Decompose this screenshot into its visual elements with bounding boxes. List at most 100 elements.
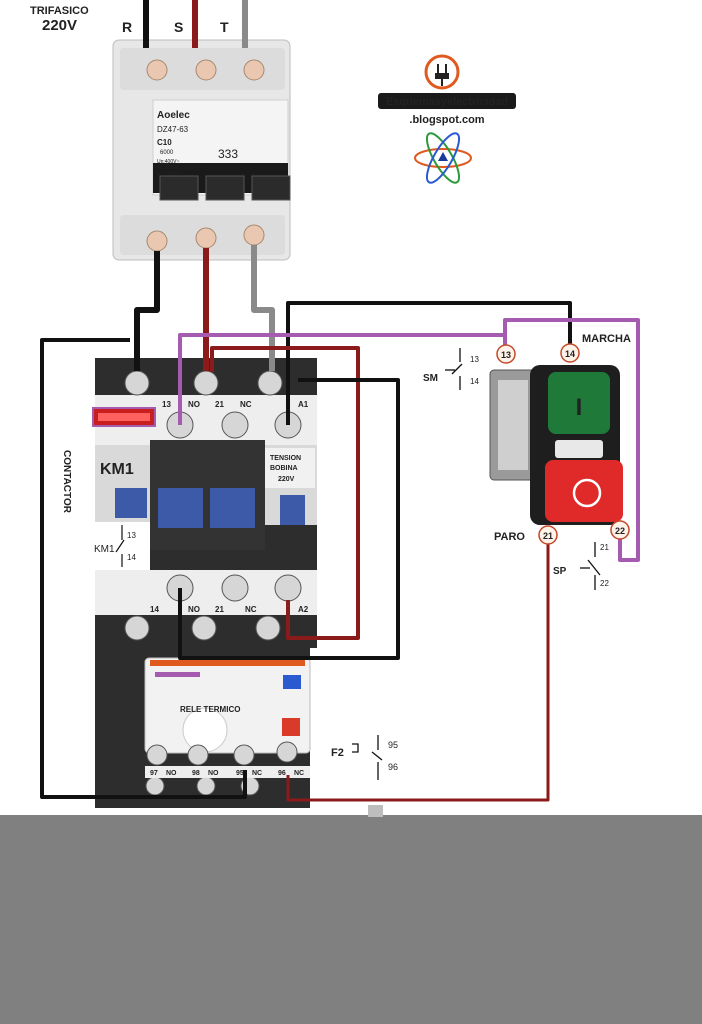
- f2-bottom: 96: [388, 762, 398, 772]
- wire-l3: [251, 245, 275, 371]
- sp-bottom: 22: [600, 579, 609, 588]
- supply-voltage: 220V: [42, 17, 77, 34]
- terminal-14: 14: [565, 349, 575, 359]
- relay-95: 95: [236, 770, 244, 777]
- sm-contact-symbol: SM 13 14: [423, 348, 479, 390]
- f2-top: 95: [388, 740, 398, 750]
- sp-label: SP: [553, 566, 567, 577]
- screw-a2: [274, 574, 302, 602]
- breaker-spec-1: Un:400V~: [157, 159, 179, 165]
- contactor-km1: [92, 358, 317, 648]
- wire-l1: [134, 251, 160, 371]
- phase-r-label: R: [122, 19, 132, 35]
- screw-l1: [124, 370, 150, 396]
- paro-label: PARO: [494, 531, 525, 543]
- breaker-model: DZ47-63: [157, 125, 189, 134]
- marcha-label: MARCHA: [582, 333, 631, 345]
- relay-terminal-labels: 97 NO 98 NO 95 NC 96 NC: [150, 770, 304, 777]
- km1-title: KM1: [100, 461, 134, 478]
- contactor-side-label: CONTACTOR: [61, 450, 72, 514]
- relay-97: 97: [150, 770, 158, 777]
- km1-bot-21: 21: [215, 605, 224, 614]
- km1-top-21: 21: [215, 400, 224, 409]
- blog-logo: Esquemasyelectricidad .blogspot.com: [378, 54, 516, 184]
- screw-t2: [191, 615, 217, 641]
- relay-96: 96: [278, 770, 286, 777]
- km1-top-nc: NC: [240, 400, 252, 409]
- relay-no-1: NO: [166, 770, 177, 777]
- green-button-symbol: I: [576, 394, 583, 421]
- relay-nc-1: NC: [252, 770, 262, 777]
- coil-text-2: BOBINA: [270, 465, 298, 472]
- terminal-22: 22: [615, 526, 625, 536]
- pushbutton-station: I O: [489, 365, 623, 525]
- red-button-symbol: O: [587, 499, 588, 501]
- breaker-spec-3: EN 60898: [157, 171, 179, 177]
- atom-icon: [414, 132, 472, 184]
- plug-icon: [424, 54, 460, 90]
- km1-top-a1: A1: [298, 400, 309, 409]
- km1-aux-bottom: 14: [127, 553, 136, 562]
- coil-text-1: TENSION: [270, 455, 301, 462]
- km1-aux-label: KM1: [94, 544, 115, 555]
- red-button-ring: [572, 478, 602, 508]
- phase-t-label: T: [220, 19, 229, 35]
- contactor-bottom-row: [124, 574, 302, 641]
- screw-21: [221, 411, 249, 439]
- logo-line2: .blogspot.com: [409, 114, 484, 126]
- breaker-rating: C10: [157, 138, 172, 147]
- terminal-21: 21: [543, 531, 553, 541]
- km1-bot-nc: NC: [245, 605, 257, 614]
- wire-13-to-sm13: [178, 333, 507, 425]
- km1-bot-a2: A2: [298, 605, 309, 614]
- marcha-button[interactable]: [548, 372, 610, 434]
- sm-label: SM: [423, 373, 438, 384]
- screw-22: [221, 574, 249, 602]
- bottom-gray-notch: [368, 805, 383, 817]
- breaker-spec-2: IEC60898: [157, 165, 179, 171]
- wire-a2-loop: [210, 346, 360, 640]
- relay-nc-2: NC: [294, 770, 304, 777]
- relay-title: RELE TERMICO: [180, 705, 240, 714]
- breaker-mark: 333: [218, 147, 238, 161]
- sm-bottom: 14: [470, 377, 479, 386]
- wire-sm13-to-sp22: [503, 318, 640, 562]
- f2-contact-symbol: F2 95 96: [331, 735, 398, 780]
- f2-label: F2: [331, 747, 344, 759]
- wire-a1-to-14: [286, 301, 572, 425]
- relay-stop-button[interactable]: [282, 718, 300, 736]
- logo-line1: Esquemasyelectricidad: [386, 96, 508, 108]
- wire-control-phase: [40, 338, 247, 799]
- wire-96-to-21: [286, 535, 550, 802]
- km1-top-no: NO: [188, 400, 200, 409]
- paro-button[interactable]: [545, 460, 623, 522]
- bottom-gray-area: [0, 815, 702, 1024]
- relay-reset-button[interactable]: [283, 675, 301, 689]
- phase-s-label: S: [174, 19, 183, 35]
- relay-98: 98: [192, 770, 200, 777]
- km1-aux-contact-symbol: KM1 13 14: [88, 522, 150, 570]
- km1-aux-top: 13: [127, 531, 136, 540]
- screw-l2: [193, 370, 219, 396]
- km1-top-13: 13: [162, 400, 171, 409]
- km1-bot-no: NO: [188, 605, 200, 614]
- thermal-relay: RELE TERMICO: [95, 648, 311, 808]
- circuit-breaker: Aoelec DZ47-63 C10 6000 Un:400V~ IEC6089…: [112, 39, 291, 261]
- terminal-13: 13: [501, 350, 511, 360]
- coil-text-3: 220V: [278, 476, 295, 483]
- wires: [40, 245, 640, 802]
- sm-top: 13: [470, 355, 479, 364]
- screw-l3: [257, 370, 283, 396]
- breaker-rating-tag: 6000: [160, 150, 174, 156]
- pushbutton-terminals: 13 14 21 22: [496, 343, 630, 545]
- sp-top: 21: [600, 543, 609, 552]
- screw-t3: [255, 615, 281, 641]
- sp-contact-symbol: SP 21 22: [553, 542, 609, 590]
- screw-t1: [124, 615, 150, 641]
- relay-no-2: NO: [208, 770, 219, 777]
- supply-title: TRIFASICO: [30, 5, 89, 17]
- breaker-brand: Aoelec: [157, 110, 190, 121]
- km1-bot-14: 14: [150, 605, 159, 614]
